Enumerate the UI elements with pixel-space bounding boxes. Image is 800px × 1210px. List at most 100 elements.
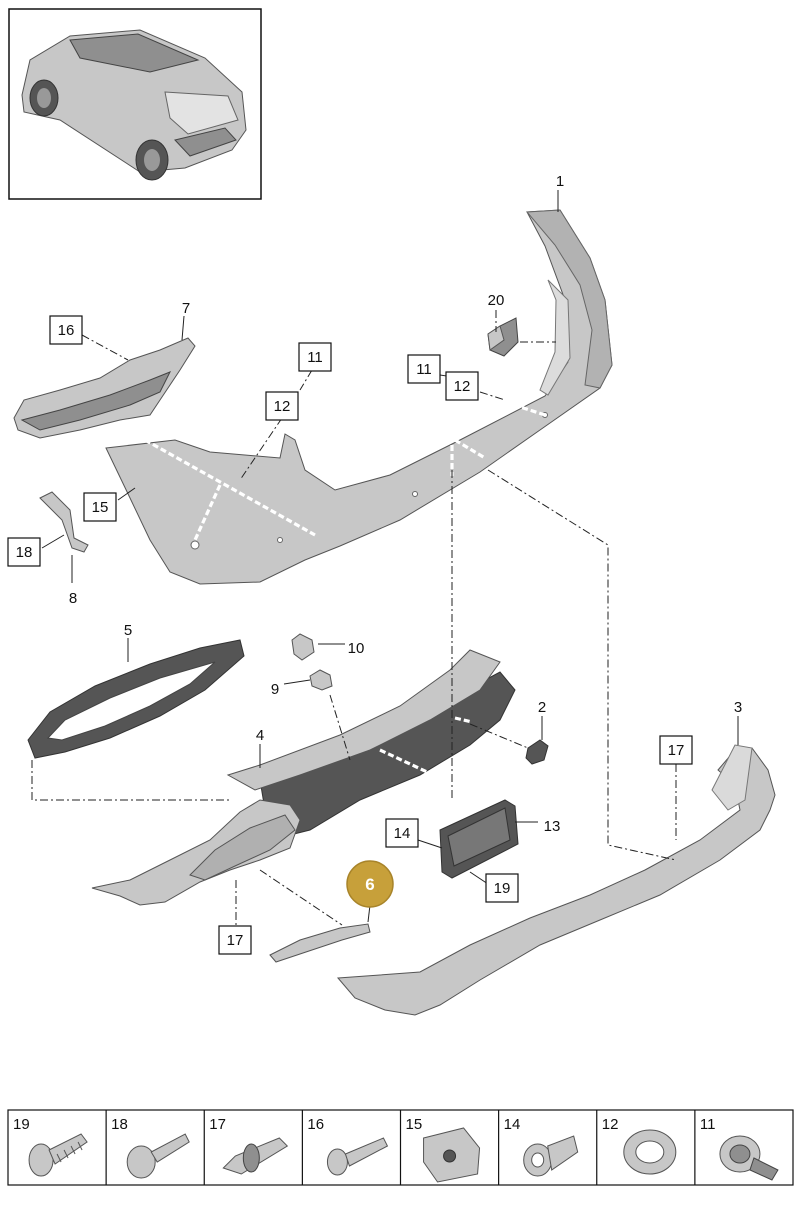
- callout-number: 18: [16, 544, 33, 561]
- callout-box: [265, 391, 299, 421]
- callout-18[interactable]: 18: [7, 537, 41, 567]
- callout-box: [218, 925, 252, 955]
- callout-3[interactable]: 3: [734, 699, 742, 716]
- callout-box: [407, 354, 441, 384]
- callout-17[interactable]: 17: [218, 925, 252, 955]
- callout-12[interactable]: 12: [265, 391, 299, 421]
- fastener-number: 14: [504, 1116, 521, 1133]
- clip-part-9[interactable]: [309, 669, 333, 691]
- callout-box: [83, 492, 117, 522]
- fastener-number: 11: [700, 1116, 716, 1133]
- callout-number: 19: [494, 880, 511, 897]
- push-pin-clip-icon: [222, 1137, 289, 1175]
- callout-number: 15: [92, 499, 109, 516]
- fastener-number: 18: [111, 1116, 128, 1133]
- callout-9[interactable]: 9: [271, 681, 279, 698]
- callout-4[interactable]: 4: [256, 727, 264, 744]
- sheet-metal-nut-icon: [423, 1127, 481, 1183]
- callout-box: [659, 735, 693, 765]
- callout-number: 11: [307, 349, 323, 366]
- callout-box: [485, 873, 519, 903]
- fastener-cell-18[interactable]: 18: [105, 1110, 190, 1185]
- callout-16[interactable]: 16: [49, 315, 83, 345]
- callout-20[interactable]: 20: [488, 292, 505, 309]
- support-bracket-part-8[interactable]: [39, 491, 89, 553]
- callout-11[interactable]: 11: [298, 342, 332, 372]
- callout-number: 16: [58, 322, 75, 339]
- callout-number: 1: [556, 173, 564, 190]
- license-plate-base-part-13[interactable]: [439, 799, 519, 879]
- highlight-label: 6: [365, 875, 374, 894]
- callout-7[interactable]: 7: [182, 300, 190, 317]
- callout-5[interactable]: 5: [124, 622, 132, 639]
- fastener-cell-11[interactable]: 11: [694, 1110, 779, 1185]
- callout-1[interactable]: 1: [556, 173, 564, 190]
- callout-10[interactable]: 10: [348, 640, 365, 657]
- bumper-mount-bracket-part-7[interactable]: [13, 337, 196, 439]
- fastener-number: 15: [406, 1116, 423, 1133]
- fastener-cell-16[interactable]: 16: [301, 1110, 389, 1185]
- callout-2[interactable]: 2: [538, 699, 546, 716]
- callout-number: 8: [69, 590, 77, 607]
- callout-number: 10: [348, 640, 365, 657]
- callout-box: [7, 537, 41, 567]
- fastener-cell-17[interactable]: 17: [203, 1110, 289, 1185]
- callout-17[interactable]: 17: [659, 735, 693, 765]
- callout-number: 7: [182, 300, 190, 317]
- fastener-legend: 19 18 17 16 15 14 12 11: [7, 1109, 794, 1186]
- parking-sensor-icon: [719, 1135, 779, 1181]
- callout-number: 4: [256, 727, 264, 744]
- callout-number: 14: [394, 825, 411, 842]
- fastener-number: 16: [307, 1116, 324, 1133]
- callout-number: 17: [227, 932, 244, 949]
- vehicle-overview-thumbnail: [8, 8, 262, 200]
- fastener-number: 12: [602, 1116, 619, 1133]
- callout-number: 9: [271, 681, 279, 698]
- callout-15[interactable]: 15: [83, 492, 117, 522]
- lower-spoiler-part-3[interactable]: [336, 744, 776, 1016]
- callout-12[interactable]: 12: [445, 371, 479, 401]
- callout-11[interactable]: 11: [407, 354, 441, 384]
- callout-14[interactable]: 14: [385, 818, 419, 848]
- mounting-markers: [144, 400, 546, 780]
- callout-box: [385, 818, 419, 848]
- trim-frame-part-5[interactable]: [27, 639, 245, 759]
- expanding-rivet-icon: [28, 1133, 88, 1177]
- leader-lines: [31, 190, 739, 926]
- highlight-callout-6[interactable]: 6: [346, 860, 394, 908]
- callout-number: 20: [488, 292, 505, 309]
- callout-number: 2: [538, 699, 546, 716]
- fastener-number: 19: [13, 1116, 30, 1133]
- highlight-circle: [346, 860, 394, 908]
- car-icon: [21, 29, 247, 181]
- fastener-number: 17: [209, 1116, 226, 1133]
- callout-13[interactable]: 13: [544, 818, 561, 835]
- plastic-rivet-icon: [126, 1133, 190, 1179]
- bumper-cover-part-1[interactable]: [105, 209, 613, 585]
- callout-19[interactable]: 19: [485, 873, 519, 903]
- fastener-cell-15[interactable]: 15: [399, 1110, 481, 1185]
- callout-number: 12: [274, 398, 291, 415]
- callout-number: 12: [454, 378, 471, 395]
- callout-number: 5: [124, 622, 132, 639]
- bracket-part-20[interactable]: [487, 317, 519, 357]
- fastener-cell-19[interactable]: 19: [13, 1116, 88, 1177]
- cap-part-2[interactable]: [525, 739, 549, 765]
- lower-carrier-part-4[interactable]: [91, 649, 516, 906]
- fastener-cell-12[interactable]: 12: [596, 1110, 677, 1185]
- spreading-nut-icon: [523, 1135, 579, 1177]
- callout-box: [49, 315, 83, 345]
- callout-box: [445, 371, 479, 401]
- callout-number: 11: [416, 361, 432, 378]
- callout-number: 17: [668, 742, 685, 759]
- callout-labels: 1 20 7 16 11 11 12 12 15 18 8 5 10 9 2 3 4 17 13 14 19 17: [7, 173, 742, 955]
- screw-icon: [326, 1137, 389, 1176]
- callout-box: [298, 342, 332, 372]
- fastener-cell-14[interactable]: 14: [498, 1110, 579, 1185]
- trim-strip-part-6[interactable]: [269, 923, 371, 963]
- callout-number: 3: [734, 699, 742, 716]
- decoupling-ring-icon: [623, 1129, 677, 1175]
- clip-part-10[interactable]: [291, 633, 315, 661]
- callout-8[interactable]: 8: [69, 590, 77, 607]
